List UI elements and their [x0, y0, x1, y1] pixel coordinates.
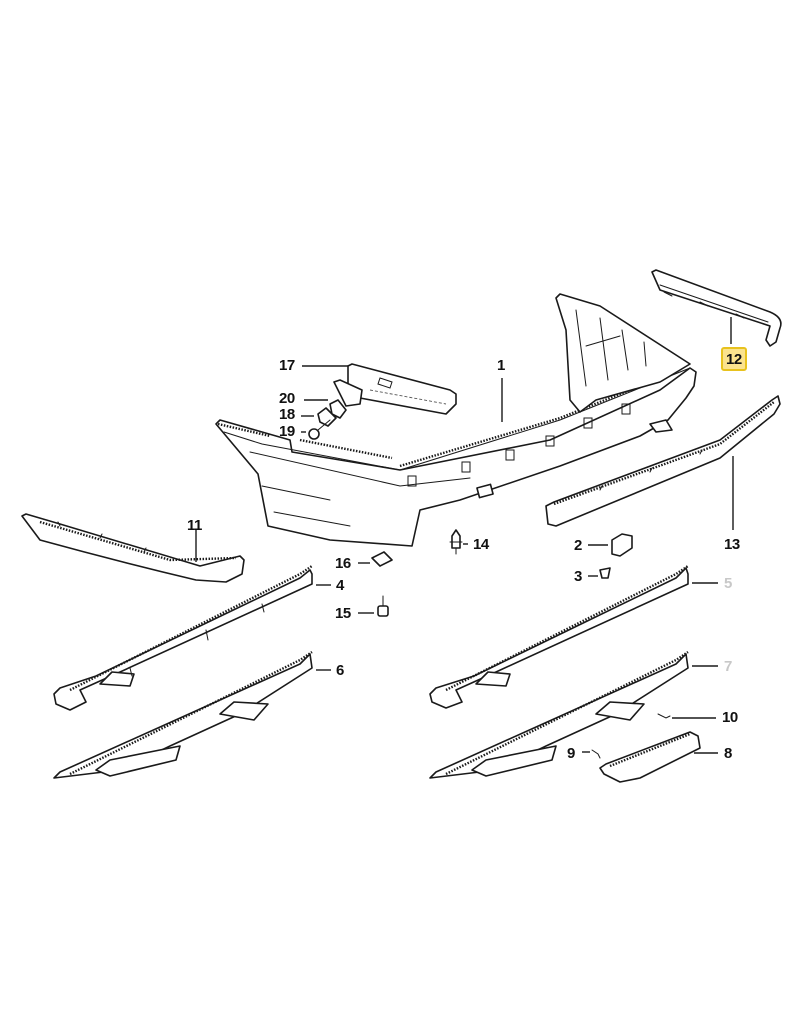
callout-19[interactable]: 19 — [279, 423, 295, 440]
part-17-bracket[interactable] — [333, 363, 457, 415]
part-5-lower-trim[interactable] — [429, 565, 689, 709]
part-13-trim-strip[interactable] — [545, 395, 781, 527]
callout-11[interactable]: 11 — [187, 517, 202, 534]
part-15-screw[interactable] — [377, 595, 389, 617]
part-20-clip[interactable] — [329, 399, 347, 419]
part-4-lower-trim[interactable] — [53, 565, 313, 711]
part-1-bumper[interactable] — [215, 293, 697, 547]
part-14-clip[interactable] — [449, 529, 463, 555]
callout-10[interactable]: 10 — [722, 709, 738, 726]
callout-9[interactable]: 9 — [567, 745, 575, 762]
callout-18[interactable]: 18 — [279, 406, 295, 423]
callout-14[interactable]: 14 — [473, 536, 489, 553]
part-16-clip-nut[interactable] — [371, 551, 393, 567]
callout-8[interactable]: 8 — [724, 745, 732, 762]
callout-2[interactable]: 2 — [574, 537, 582, 554]
part-9-screw[interactable] — [591, 749, 601, 759]
part-19-nut[interactable] — [308, 419, 331, 440]
callout-6[interactable]: 6 — [336, 662, 344, 679]
part-12-trim-strip[interactable] — [651, 269, 782, 347]
part-10-screw[interactable] — [657, 713, 671, 719]
part-11-trim-strip[interactable] — [21, 513, 245, 583]
callout-7[interactable]: 7 — [724, 658, 732, 675]
callout-20[interactable]: 20 — [279, 390, 295, 407]
callout-17[interactable]: 17 — [279, 357, 295, 374]
callout-16[interactable]: 16 — [335, 555, 351, 572]
callout-12-selected[interactable]: 12 — [721, 347, 747, 371]
part-6-lower-trim[interactable] — [53, 651, 313, 779]
callout-5[interactable]: 5 — [724, 575, 732, 592]
callout-4[interactable]: 4 — [336, 577, 344, 594]
part-8-end-cap[interactable] — [599, 731, 701, 783]
part-18-plate[interactable] — [317, 407, 337, 427]
part-2-bracket[interactable] — [611, 533, 633, 557]
callout-3[interactable]: 3 — [574, 568, 582, 585]
part-7-lower-trim[interactable] — [429, 651, 689, 779]
callout-15[interactable]: 15 — [335, 605, 351, 622]
callout-1[interactable]: 1 — [497, 357, 505, 374]
part-3-clip[interactable] — [599, 567, 611, 579]
callout-13[interactable]: 13 — [724, 536, 740, 553]
